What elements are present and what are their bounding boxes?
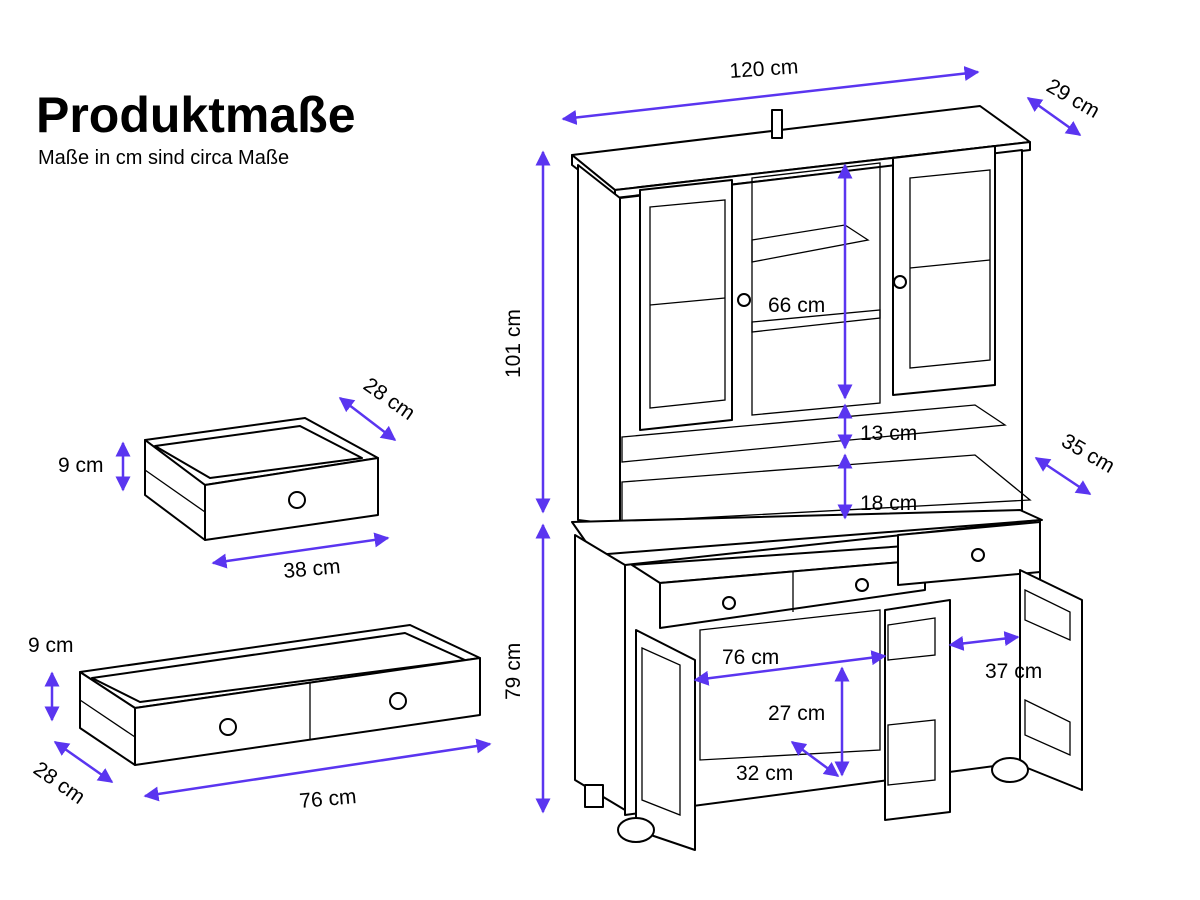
glass-height-label: 66 cm xyxy=(768,294,825,317)
page-title: Produktmaße xyxy=(36,87,356,143)
cabinet-width-label: 120 cm xyxy=(729,55,799,83)
cabinet xyxy=(571,105,1083,851)
large-drawer-width-label: 76 cm xyxy=(298,785,357,813)
shelf-gap-label: 13 cm xyxy=(860,422,917,445)
cabinet-height-top-label: 101 cm xyxy=(502,309,525,378)
niche-height-label: 18 cm xyxy=(860,492,917,515)
knob-icon xyxy=(288,491,306,509)
cabinet-depth-bottom-label: 35 cm xyxy=(1058,429,1119,478)
cabinet-height-bottom-label: 79 cm xyxy=(502,643,525,700)
knob-icon xyxy=(219,718,237,736)
large-drawer-height-label: 9 cm xyxy=(28,634,74,657)
large-drawer-depth-label: 28 cm xyxy=(29,757,89,809)
dimension-arrows xyxy=(44,66,1092,814)
small-drawer-width-label: 38 cm xyxy=(282,555,341,583)
inner-width-label: 76 cm xyxy=(722,646,779,669)
inner-width-right-label: 37 cm xyxy=(985,660,1042,683)
small-drawer-depth-label: 28 cm xyxy=(359,373,419,425)
inner-depth-label: 32 cm xyxy=(736,762,793,785)
small-drawer xyxy=(144,417,379,541)
large-drawer xyxy=(79,624,481,766)
page-subtitle: Maße in cm sind circa Maße xyxy=(38,147,290,169)
inner-height-label: 27 cm xyxy=(768,702,825,725)
knob-icon xyxy=(389,692,407,710)
small-drawer-height-label: 9 cm xyxy=(58,454,104,477)
